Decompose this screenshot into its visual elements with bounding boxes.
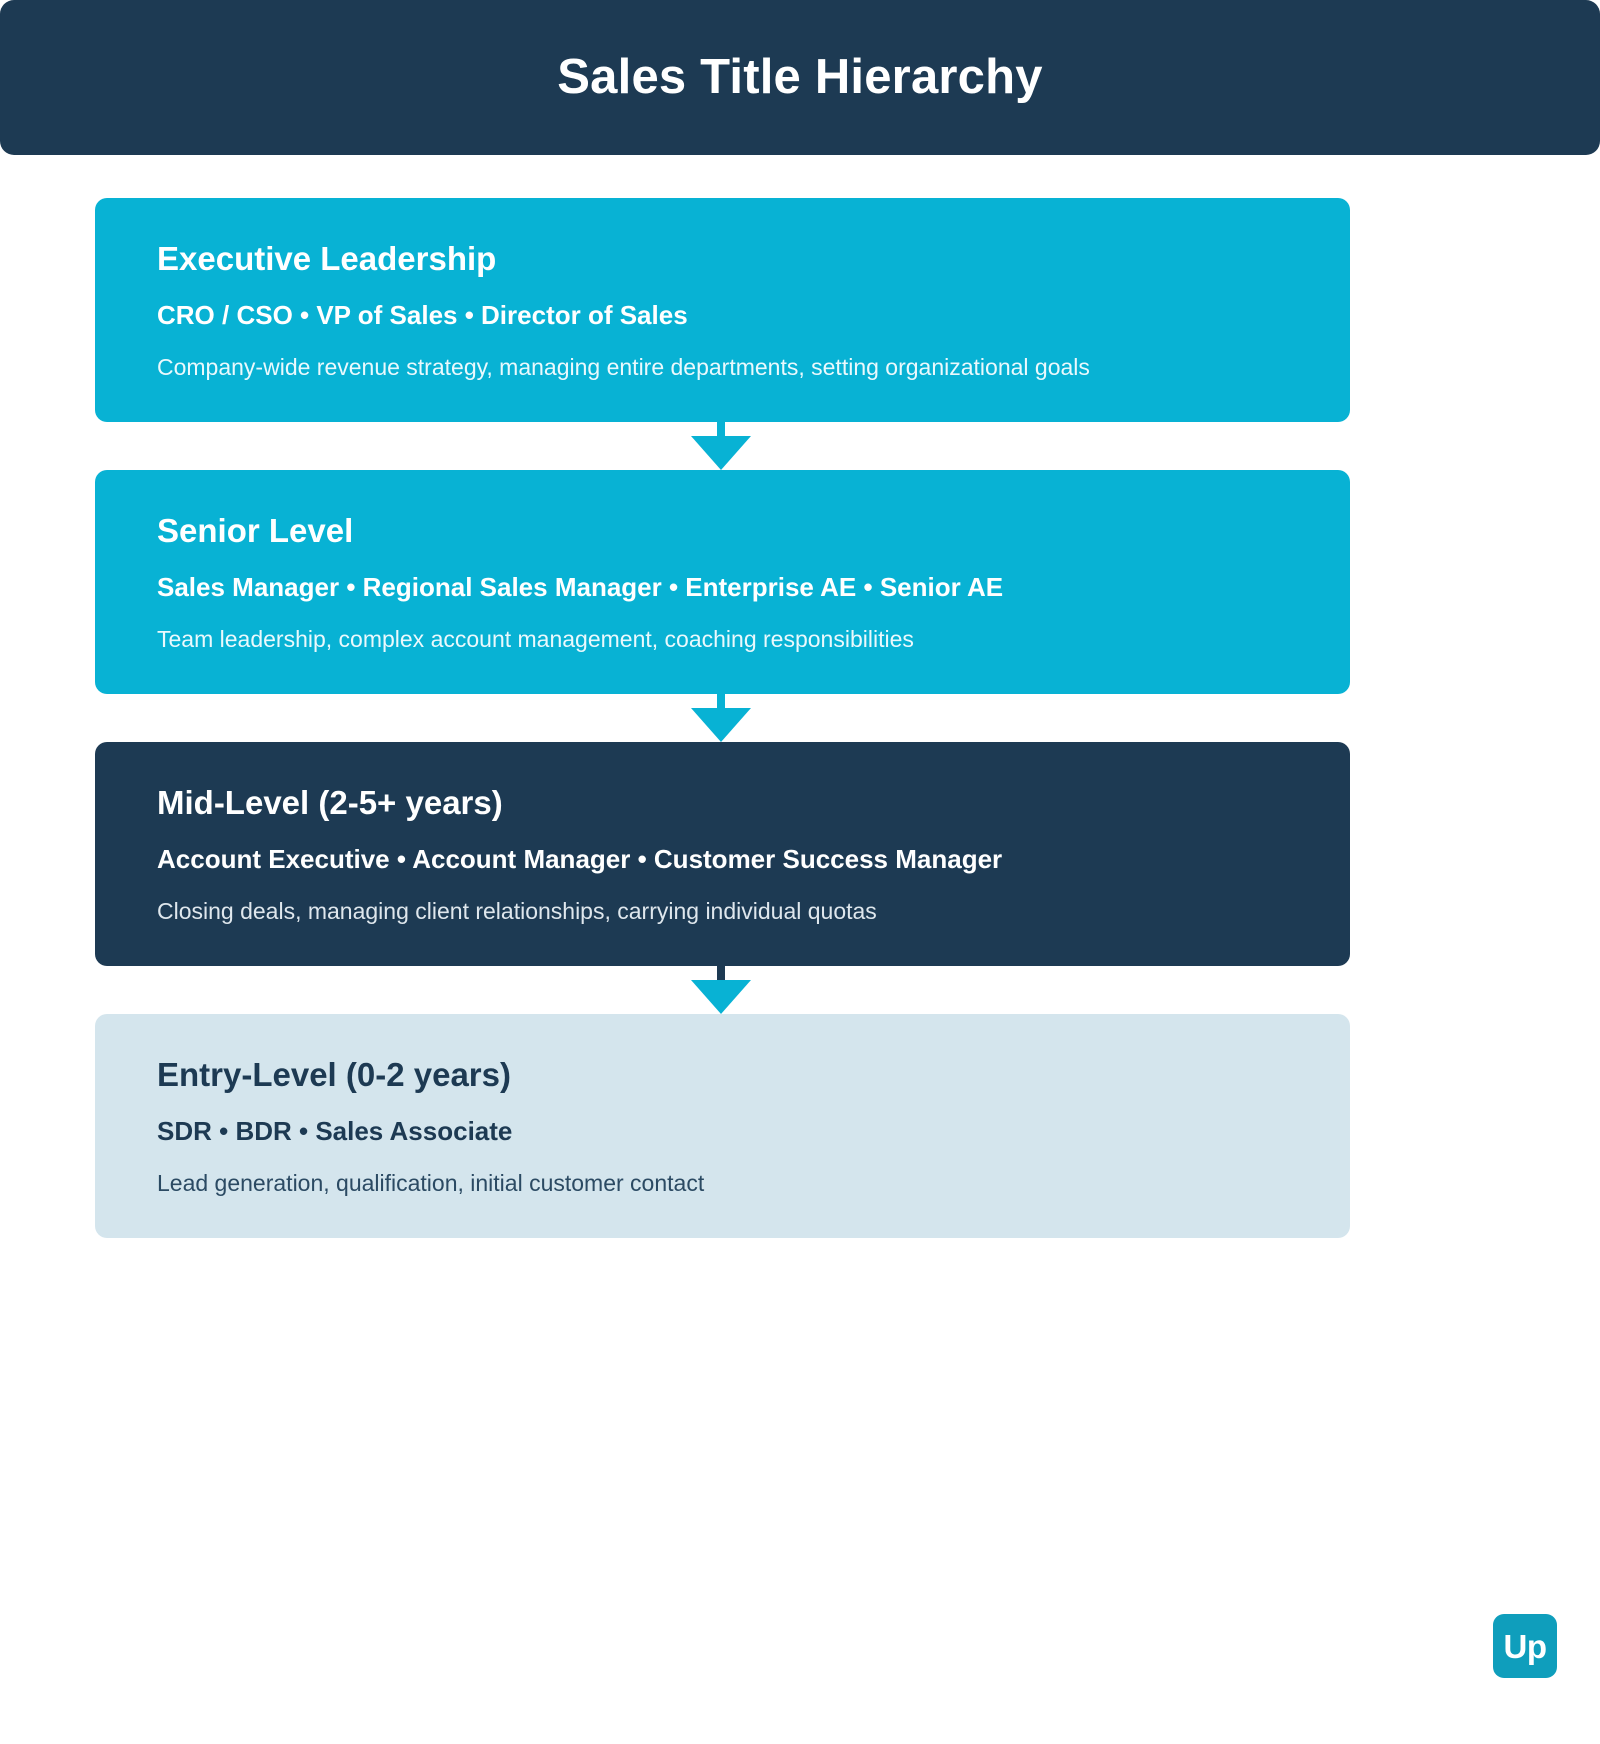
hierarchy-flow: Executive Leadership CRO / CSO • VP of S… [95,198,1500,1238]
level-title: Executive Leadership [157,240,497,277]
level-card-executive-leadership: Executive Leadership CRO / CSO • VP of S… [95,198,1350,422]
level-description: Closing deals, managing client relations… [157,897,877,924]
level-description: Team leadership, complex account managem… [157,626,914,652]
level-roles: Sales Manager • Regional Sales Manager •… [157,571,1004,602]
brand-logo-label: Up [1503,1627,1548,1665]
level-card-mid-level: Mid-Level (2-5+ years) Account Executive… [95,741,1350,966]
arrow-connector-2 [95,693,1350,742]
level-description: Lead generation, qualification, initial … [157,1169,705,1196]
arrow-connector-1 [95,421,1350,470]
arrow-stem-icon [717,421,725,440]
level-roles: Account Executive • Account Manager • Cu… [157,843,1003,874]
arrow-stem-icon [717,965,725,984]
page-title: Sales Title Hierarchy [557,50,1043,104]
header-bar: Sales Title Hierarchy [0,0,1600,155]
brand-logo-icon: Up [1493,1614,1557,1678]
level-card-entry-level: Entry-Level (0-2 years) SDR • BDR • Sale… [95,1013,1350,1238]
arrow-down-icon [691,707,751,742]
arrow-down-icon [691,979,751,1014]
level-description: Company-wide revenue strategy, managing … [157,354,1090,381]
level-card-senior-level: Senior Level Sales Manager • Regional Sa… [95,469,1350,694]
arrow-down-icon [691,435,751,470]
level-roles: CRO / CSO • VP of Sales • Director of Sa… [157,299,688,330]
level-roles: SDR • BDR • Sales Associate [157,1115,513,1146]
level-title: Senior Level [157,511,354,549]
arrow-stem-icon [717,693,725,712]
arrow-connector-3 [95,965,1350,1014]
level-title: Entry-Level (0-2 years) [157,1055,511,1093]
level-title: Mid-Level (2-5+ years) [157,783,503,821]
